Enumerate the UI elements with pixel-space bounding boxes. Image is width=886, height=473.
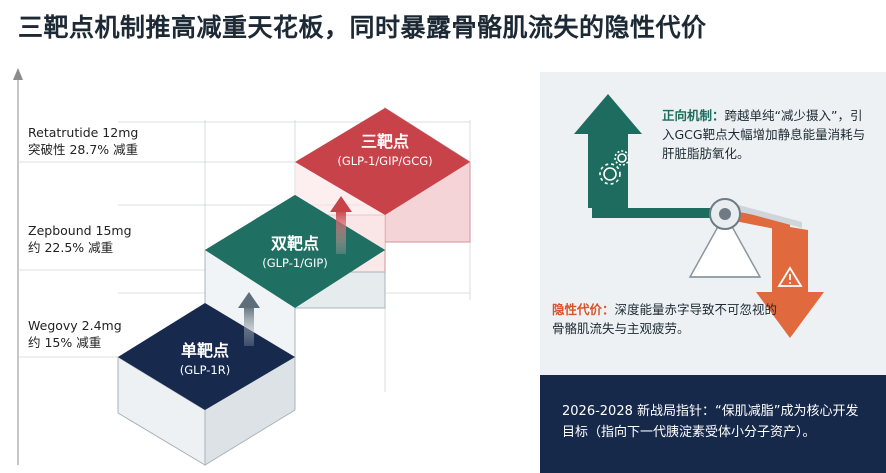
page-title: 三靶点机制推高减重天花板，同时暴露骨骼肌流失的隐性代价: [18, 13, 707, 42]
gear-icon: [599, 150, 630, 185]
staircase-diagram: Retatrutide 12mg 突破性 28.7% 减重 Zepbound 1…: [0, 60, 520, 473]
step3-top: [295, 108, 470, 215]
step1-top: [118, 303, 295, 410]
label-wegovy: Wegovy 2.4mg 约 15% 减重: [28, 317, 122, 351]
label-zepbound: Zepbound 15mg 约 22.5% 减重: [28, 222, 132, 256]
step-targets: (GLP-1/GIP/GCG): [337, 154, 433, 168]
arrow-up-icon-2: [330, 196, 352, 254]
step2-label: 双靶点 (GLP-1/GIP): [238, 230, 352, 270]
mechanism-panel: 正向机制：跨越单纯“减少摄入”，引入GCG靶点大幅增加静息能量消耗与肝脏脂肪氧化…: [540, 72, 886, 473]
step1-label: 单靶点 (GLP-1R): [150, 337, 260, 377]
negative-cost: 隐性代价：深度能量赤字导致不可忽视的骨骼肌流失与主观疲劳。: [552, 300, 780, 338]
arrow-up-icon-1: [238, 292, 260, 346]
step-name: 双靶点: [270, 234, 319, 253]
strategy-text: 2026-2028 新战局指针：“保肌减脂”成为核心开发目标（指向下一代胰淀素受…: [562, 404, 859, 440]
step-name: 三靶点: [360, 132, 409, 151]
step-targets: (GLP-1/GIP): [262, 256, 328, 270]
step-name: 单靶点: [180, 341, 229, 360]
axis-arrow-head: [13, 68, 23, 80]
step3-label: 三靶点 (GLP-1/GIP/GCG): [322, 128, 448, 168]
negative-title: 隐性代价：: [552, 302, 615, 317]
negative-arrow-icon: [756, 224, 824, 338]
drug-result: 约 15% 减重: [28, 335, 102, 350]
drug-name: Wegovy 2.4mg: [28, 318, 122, 333]
label-retatrutide: Retatrutide 12mg 突破性 28.7% 减重: [28, 124, 138, 158]
step-targets: (GLP-1R): [179, 363, 231, 377]
drug-result: 突破性 28.7% 减重: [28, 142, 139, 157]
drug-result: 约 22.5% 减重: [28, 240, 114, 255]
step1-front: [117, 356, 206, 466]
drug-name: Zepbound 15mg: [28, 223, 132, 238]
positive-title: 正向机制：: [662, 108, 725, 123]
drug-name: Retatrutide 12mg: [28, 125, 139, 140]
positive-arrow-icon: [574, 94, 642, 208]
strategy-box: 2026-2028 新战局指针：“保肌减脂”成为核心开发目标（指向下一代胰淀素受…: [540, 375, 886, 473]
balance-graphic: [574, 94, 824, 338]
negative-text: 深度能量赤字导致不可忽视的骨骼肌流失与主观疲劳。: [552, 302, 778, 336]
positive-text: 跨越单纯“减少摄入”，引入GCG靶点大幅增加静息能量消耗与肝脏脂肪氧化。: [662, 108, 866, 161]
positive-mechanism: 正向机制：跨越单纯“减少摄入”，引入GCG靶点大幅增加静息能量消耗与肝脏脂肪氧化…: [662, 106, 872, 163]
warning-icon: [777, 266, 803, 287]
staircase-graphic: [13, 68, 471, 466]
pivot-icon: [688, 198, 762, 278]
